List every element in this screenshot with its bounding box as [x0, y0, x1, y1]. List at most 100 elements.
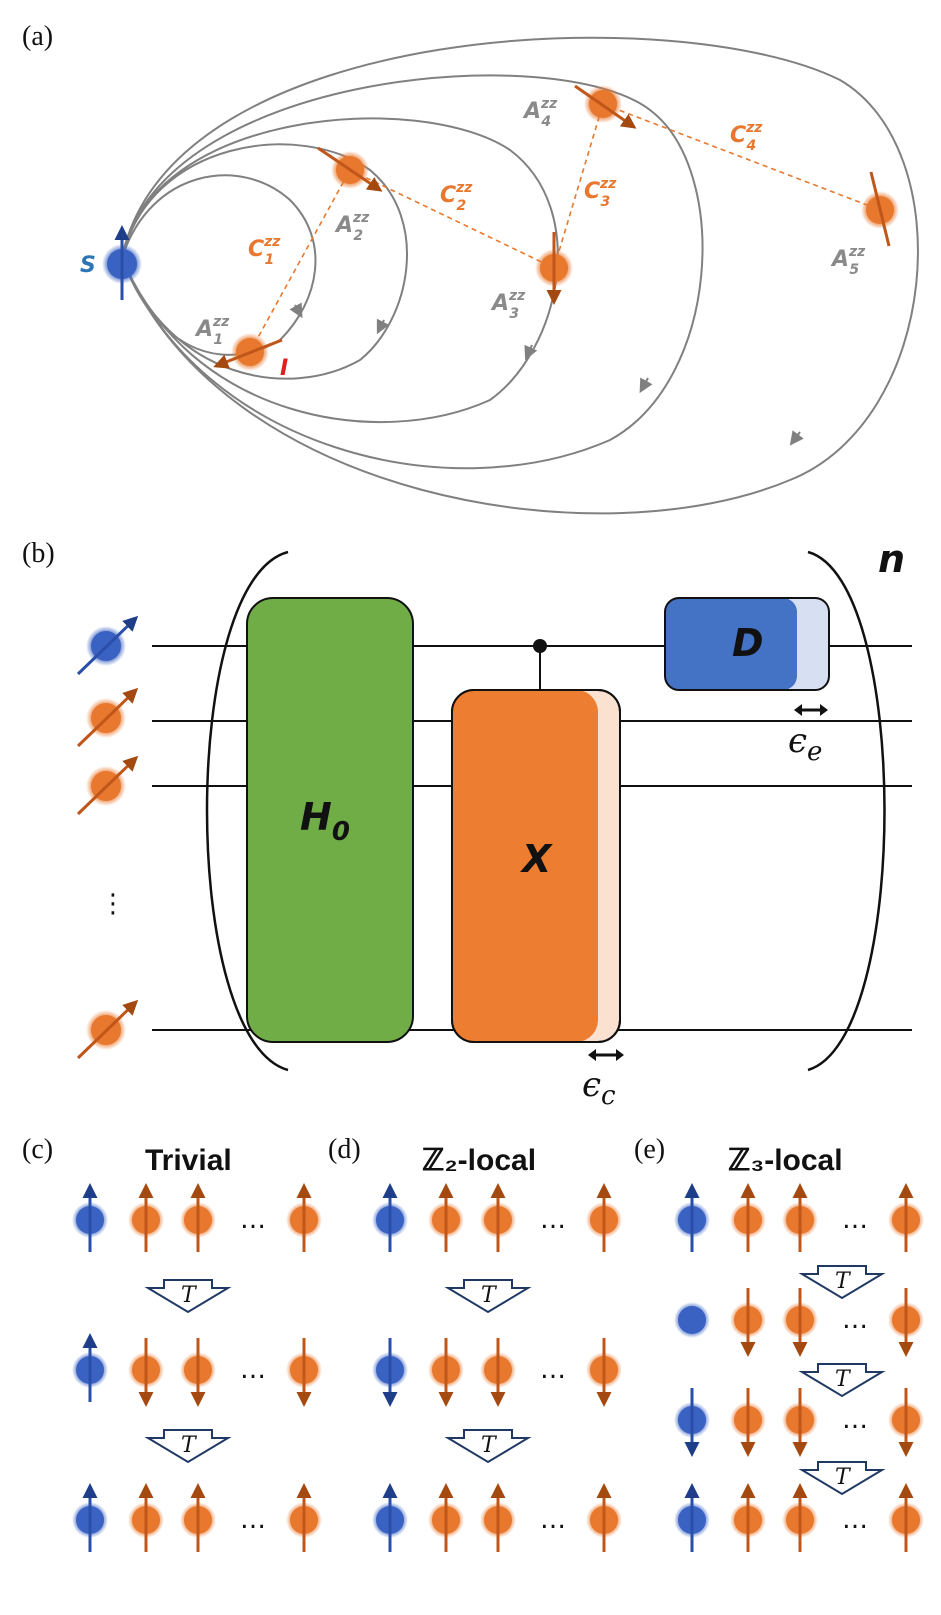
field-lines	[121, 36, 919, 515]
nuclear-spin	[782, 1288, 818, 1357]
panel-a: (a) S	[22, 21, 919, 515]
nuclear-spin	[428, 1338, 464, 1407]
svg-text:ϵe: ϵe	[788, 721, 822, 767]
field-arrow-1	[289, 302, 303, 319]
qubit-electron-icon	[76, 615, 139, 676]
nuclear-spin	[730, 1483, 766, 1552]
electron-spin	[674, 1483, 710, 1552]
gate-d: D	[664, 597, 830, 691]
panel-e-title: ℤ₃-local	[728, 1144, 843, 1177]
spin-row: …	[674, 1483, 924, 1552]
left-bracket	[205, 550, 289, 1072]
panel-d: (d) ℤ₂-local …T…T…	[328, 1134, 622, 1552]
nuclear-spin-5	[861, 171, 899, 247]
nuclear-spin	[180, 1483, 216, 1552]
field-arrow-4	[639, 377, 653, 394]
transition-label: T	[835, 1367, 852, 1392]
nuclear-spin	[480, 1183, 516, 1252]
panel-c-spin-rows: …T…T…	[72, 1183, 322, 1552]
electron-spin	[372, 1338, 408, 1407]
qubit-nuclear-icon-n	[76, 999, 139, 1060]
spin-row: …	[72, 1183, 322, 1252]
ellipsis: …	[540, 1205, 566, 1235]
nuclear-spin	[586, 1483, 622, 1552]
system-spin-s	[102, 225, 142, 300]
electron-spin	[372, 1183, 408, 1252]
right-bracket	[807, 550, 886, 1072]
panel-d-title: ℤ₂-local	[422, 1144, 536, 1177]
panel-e: (e) ℤ₃-local …T…T…T…	[634, 1134, 924, 1552]
spin-row: …	[372, 1338, 622, 1407]
coupling-lines	[249, 103, 881, 353]
electron-spin	[72, 1483, 108, 1552]
transition-arrow: T	[798, 1461, 886, 1496]
ellipsis: …	[540, 1355, 566, 1385]
nuclear-spin	[586, 1338, 622, 1407]
nuclear-spin	[782, 1183, 818, 1252]
field-arrow-5	[789, 430, 804, 446]
system-spin-label: S	[80, 253, 96, 278]
electron-spin	[674, 1388, 710, 1457]
ellipsis: …	[540, 1505, 566, 1535]
transition-label: T	[181, 1433, 198, 1458]
field-line-4	[121, 74, 704, 470]
nuclear-spin	[128, 1183, 164, 1252]
transition-label: T	[835, 1465, 852, 1490]
coupling-line-1	[249, 169, 351, 353]
panel-e-label: (e)	[634, 1134, 665, 1165]
ellipsis: …	[240, 1355, 266, 1385]
spin-row: …	[674, 1183, 924, 1252]
spin-row: …	[674, 1388, 924, 1457]
target-spin-label: I	[280, 356, 288, 381]
nuclear-spin	[480, 1338, 516, 1407]
control-line	[533, 639, 547, 690]
transition-arrow: T	[798, 1363, 886, 1398]
spin-row: …	[372, 1183, 622, 1252]
nuclear-spin	[428, 1483, 464, 1552]
nuclear-spin	[128, 1338, 164, 1407]
nuclear-spin	[180, 1183, 216, 1252]
transition-arrow: T	[144, 1279, 232, 1314]
qubit-nuclear-icon-2	[76, 755, 139, 816]
panel-d-spin-rows: …T…T…	[372, 1183, 622, 1552]
nuclear-spin	[286, 1338, 322, 1407]
svg-text:D: D	[732, 621, 764, 665]
transition-arrow: T	[798, 1265, 886, 1300]
transition-label: T	[181, 1283, 198, 1308]
ellipsis: …	[842, 1405, 868, 1435]
qubit-vertical-dots: ⋮	[100, 889, 126, 919]
nuclear-spin	[286, 1183, 322, 1252]
nuclear-spin-4	[574, 84, 637, 129]
nuclear-spin	[128, 1483, 164, 1552]
nuclear-spin	[428, 1183, 464, 1252]
nuclear-spin	[888, 1288, 924, 1357]
field-arrow-2	[376, 318, 390, 335]
epsilon-e-marker: ϵe	[788, 704, 828, 767]
nuclear-spin	[586, 1183, 622, 1252]
svg-text:H0: H0	[300, 795, 350, 847]
ellipsis: …	[842, 1205, 868, 1235]
panel-b-label: (b)	[22, 538, 55, 569]
nuclear-spin-2	[317, 146, 383, 192]
coupling-line-2	[349, 169, 555, 269]
panel-b: (b) n ⋮	[22, 537, 912, 1111]
gate-h0: H0	[246, 597, 414, 1043]
coupling-line-3	[553, 103, 604, 269]
transition-label: T	[481, 1433, 498, 1458]
field-arrow-3	[524, 344, 538, 361]
svg-text:X: X	[520, 837, 553, 881]
electron-spin	[372, 1483, 408, 1552]
panel-a-label: (a)	[22, 21, 53, 52]
transition-label: T	[835, 1269, 852, 1294]
gate-x: X	[451, 689, 621, 1043]
nuclear-spin	[286, 1483, 322, 1552]
transition-arrow: T	[144, 1429, 232, 1464]
nuclear-spin	[888, 1388, 924, 1457]
